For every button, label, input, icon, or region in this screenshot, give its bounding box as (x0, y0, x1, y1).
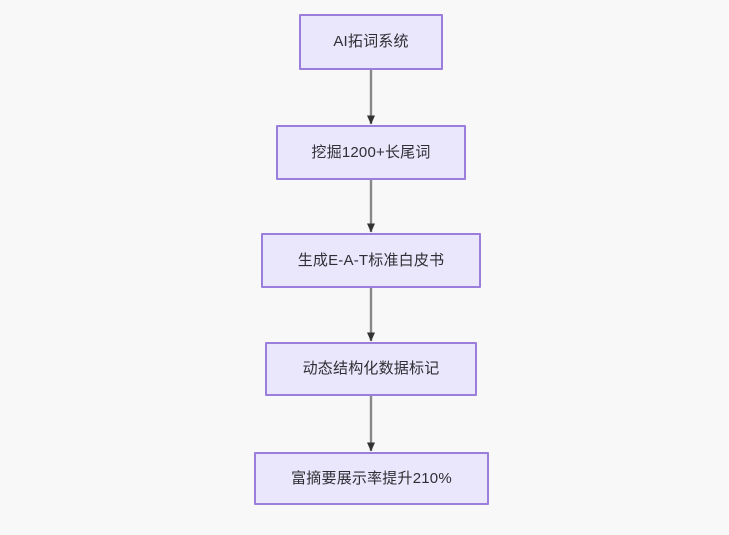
flow-node-ai-keyword-system[interactable]: AI拓词系统 (299, 14, 443, 70)
flow-node-generate-eat-whitepaper[interactable]: 生成E-A-T标准白皮书 (261, 233, 481, 288)
flow-node-dynamic-structured-data-markup[interactable]: 动态结构化数据标记 (265, 342, 477, 396)
flow-node-label: AI拓词系统 (333, 33, 409, 51)
flow-node-mine-longtail-keywords[interactable]: 挖掘1200+长尾词 (276, 125, 466, 180)
flow-node-label: 动态结构化数据标记 (302, 360, 440, 378)
flow-node-label: 富摘要展示率提升210% (291, 469, 452, 487)
flow-node-label: 生成E-A-T标准白皮书 (297, 251, 445, 269)
flow-node-label: 挖掘1200+长尾词 (311, 143, 431, 161)
flow-node-rich-snippet-impression-uplift[interactable]: 富摘要展示率提升210% (254, 452, 489, 505)
